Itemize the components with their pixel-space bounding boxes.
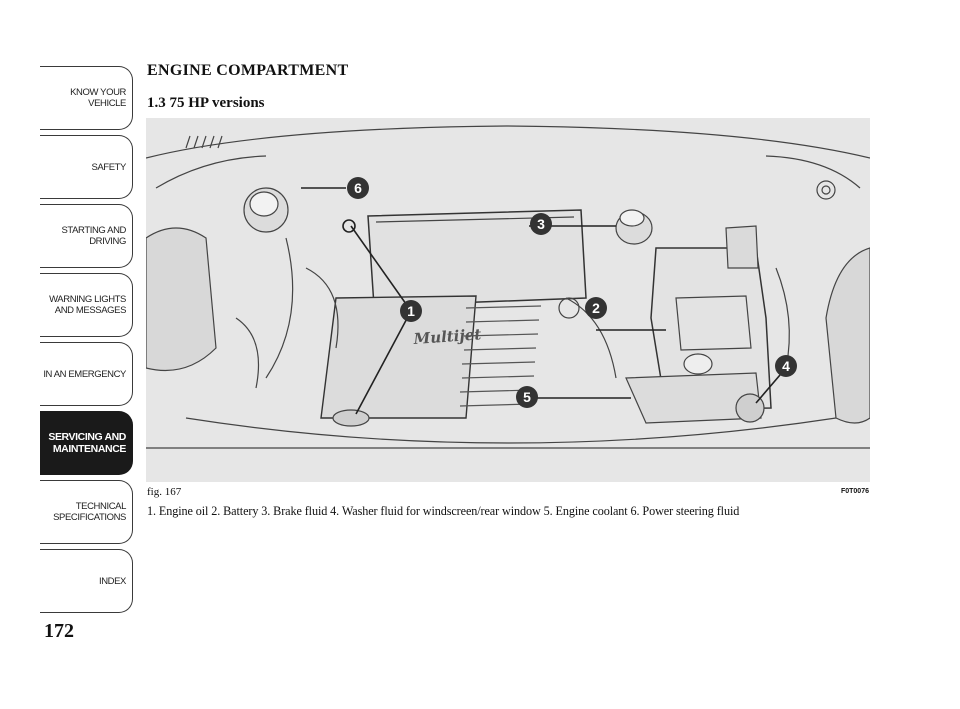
page-number: 172 [44, 620, 74, 642]
figure-caption: 1. Engine oil 2. Battery 3. Brake fluid … [147, 504, 740, 518]
tab-label: STARTING AND DRIVING [61, 225, 126, 247]
section-subtitle: 1.3 75 HP versions [147, 95, 265, 111]
svg-text:4: 4 [782, 358, 790, 374]
tab-safety[interactable]: SAFETY [40, 135, 133, 199]
svg-text:3: 3 [537, 216, 545, 232]
callout-5: 5 [516, 386, 538, 408]
tab-in-an-emergency[interactable]: IN AN EMERGENCY [40, 342, 133, 406]
tab-know-your-vehicle[interactable]: KNOW YOUR VEHICLE [40, 66, 133, 130]
callout-6: 6 [347, 177, 369, 199]
tab-starting-and-driving[interactable]: STARTING AND DRIVING [40, 204, 133, 268]
callout-3: 3 [530, 213, 552, 235]
callout-4: 4 [775, 355, 797, 377]
tab-warning-lights[interactable]: WARNING LIGHTS AND MESSAGES [40, 273, 133, 337]
tab-index[interactable]: INDEX [40, 549, 133, 613]
tab-label: SAFETY [91, 161, 126, 173]
callout-1: 1 [400, 300, 422, 322]
dipstick-marker [342, 219, 356, 233]
engine-illustration: Multijet 1 2 3 4 [146, 125, 870, 449]
figure-label: fig. 167 [147, 486, 182, 498]
tab-label: INDEX [98, 575, 126, 587]
section-title: ENGINE COMPARTMENT [147, 62, 349, 79]
tab-label: IN AN EMERGENCY [43, 368, 126, 380]
tab-technical-specifications[interactable]: TECHNICAL SPECIFICATIONS [40, 480, 133, 544]
callout-2: 2 [585, 297, 607, 319]
figure-code: F0T0076 [840, 488, 869, 495]
tab-servicing-and-maintenance[interactable]: SERVICING AND MAINTENANCE [40, 411, 133, 475]
svg-text:1: 1 [407, 303, 415, 319]
svg-text:6: 6 [354, 180, 362, 196]
tab-label: KNOW YOUR VEHICLE [70, 87, 126, 109]
tab-label: SERVICING AND MAINTENANCE [48, 431, 126, 455]
svg-text:5: 5 [523, 389, 531, 405]
tab-label: TECHNICAL SPECIFICATIONS [53, 501, 126, 523]
tab-label: WARNING LIGHTS AND MESSAGES [49, 294, 126, 316]
svg-text:2: 2 [592, 300, 600, 316]
engine-badge: Multijet [412, 325, 482, 348]
engine-compartment-figure: Multijet 1 2 3 4 [146, 118, 870, 482]
